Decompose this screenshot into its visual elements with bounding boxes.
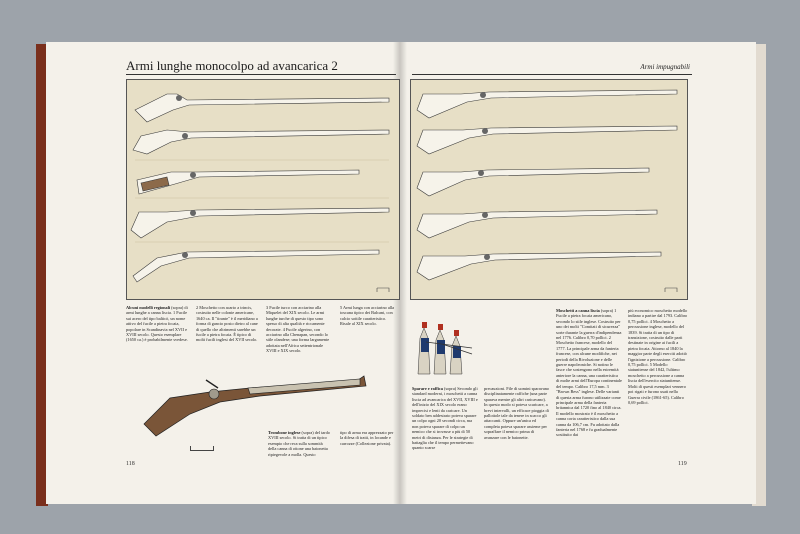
page-number-right: 119 [678, 461, 687, 467]
muskets-illustration [416, 89, 678, 292]
caption-trombone-body: (sopra) del tardo XVIII secolo. Si tratt… [268, 430, 330, 457]
regional-guns-illustration [130, 93, 390, 292]
caption-muskets-head: Moschetti a canna liscia [556, 308, 600, 313]
caption-sparare: Sparare e raffica (sopra) Secondo gli st… [412, 386, 478, 451]
caption-regional-1: Alcuni modelli regionali (sopra) di armi… [126, 305, 188, 343]
caption-sparare-cont: precauzioni. File di uomini sparavano di… [484, 386, 550, 440]
caption-muskets-cont: più economico moschetto modello indiano … [628, 308, 688, 405]
caption-regional-3: 3 Fucile turco con acciarino alla Miquel… [266, 305, 330, 354]
plate-smoothbore-muskets [410, 79, 688, 300]
running-head: Armi impugnabili [640, 63, 690, 71]
title-rule-left [126, 74, 396, 75]
page-title: Armi lunghe monocolpo ad avancarica 2 [126, 58, 338, 73]
caption-trombone-head: Trombone inglese [268, 430, 301, 435]
caption-regional-1-head: Alcuni modelli regionali [126, 305, 171, 310]
title-rule-right [412, 74, 692, 75]
caption-trombone-cont: tipo di arma era apprezzato per la difes… [340, 430, 394, 446]
page-number-left: 118 [126, 461, 135, 467]
caption-sparare-head: Sparare e raffica [412, 386, 443, 391]
firing-line-soldiers-illustration [417, 322, 473, 375]
blunderbuss-scale-bar [190, 446, 214, 451]
caption-regional-4: 5 Armi lunga con acciarino alla toscana … [340, 305, 395, 327]
caption-regional-1-body: (sopra) di armi lunghe a canna liscia. 1… [126, 305, 188, 343]
book-cover-left [36, 44, 48, 506]
caption-regional-2: 2 Moschetto con acarto a trincis, costru… [196, 305, 258, 343]
caption-muskets: Moschetti a canna liscia (sopra) 1 Fucil… [556, 308, 622, 438]
caption-trombone: Trombone inglese (sopra) del tardo XVIII… [268, 430, 330, 457]
caption-muskets-body: (sopra) 1 Fucile a pietra focaia america… [556, 308, 622, 438]
caption-sparare-body: (sopra) Secondo gli standard moderni, i … [412, 386, 478, 451]
plate-regional-guns [126, 79, 400, 300]
blunderbuss-illustration [143, 375, 367, 437]
